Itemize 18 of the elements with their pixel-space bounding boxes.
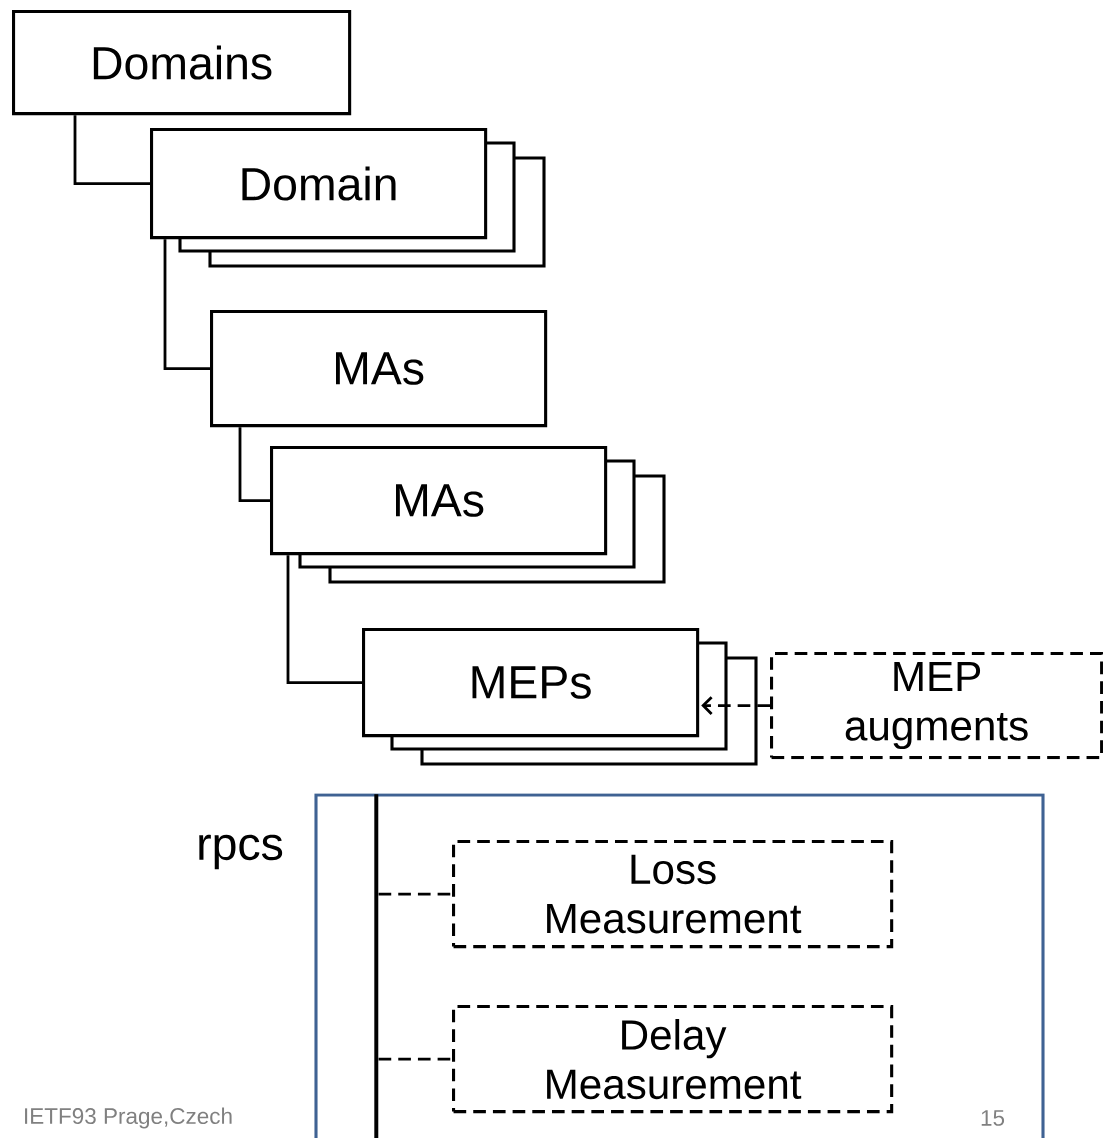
footer-text: IETF93 Prage,Czech xyxy=(25,1107,232,1129)
process-box: MAs xyxy=(210,310,548,428)
dashed-box: MEP augments xyxy=(770,652,1103,760)
connector xyxy=(163,239,210,370)
connector xyxy=(378,1057,452,1061)
connector xyxy=(286,555,362,684)
footer-text: 15 xyxy=(981,1110,1005,1126)
connector xyxy=(701,696,770,715)
stacked-box: MEPs xyxy=(362,628,758,766)
dashed-box: Delay Measurement xyxy=(452,1005,894,1114)
connector xyxy=(238,427,270,502)
connector xyxy=(378,892,452,896)
connector xyxy=(73,115,150,185)
process-box: Domains xyxy=(12,10,352,116)
stacked-box: MAs xyxy=(270,446,666,584)
vertical-line xyxy=(374,794,379,1138)
stacked-box: Domain xyxy=(150,128,546,268)
dashed-box: Loss Measurement xyxy=(452,840,894,949)
